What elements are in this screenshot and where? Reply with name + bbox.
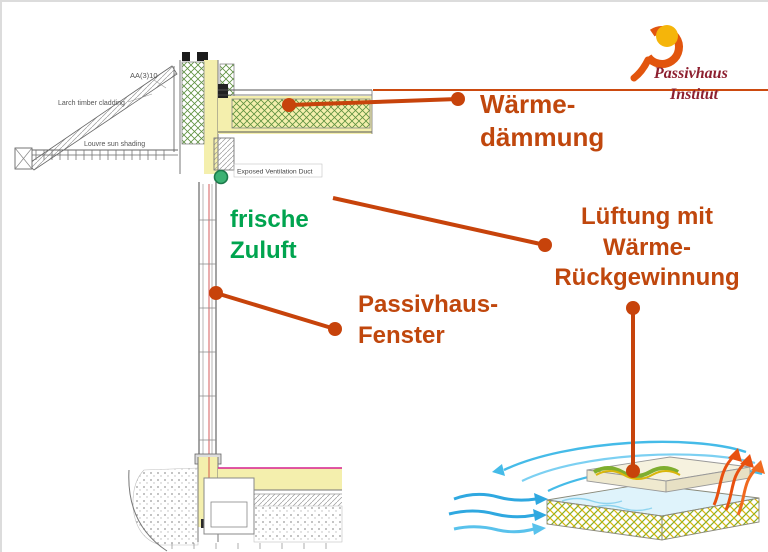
label-line: dämmung: [480, 122, 605, 153]
duct-box: [213, 137, 235, 171]
duct-label: Exposed Ventilation Duct: [237, 169, 313, 176]
window-frame: [194, 182, 222, 465]
label-line: Rückgewinnung: [554, 264, 740, 292]
larch-cladding-label: Larch timber cladding: [58, 100, 125, 107]
logo-text: Passivhaus Institut: [654, 64, 764, 106]
callout-dot: [538, 238, 552, 252]
detail-code-label: AA(3)10: [130, 71, 158, 80]
label-line: Wärme-: [480, 89, 576, 119]
label-waermedaemmung: Wärme- dämmung: [480, 88, 604, 155]
label-frische-zuluft: frische Zuluft: [230, 205, 309, 266]
callout-dot: [451, 92, 465, 106]
callout-dot: [209, 286, 223, 300]
callout-dot: [626, 301, 640, 315]
passivhaus-institut-logo: Passivhaus Institut: [614, 20, 764, 108]
header-rule: [373, 89, 768, 91]
roof-canopy: AA(3)10 Larch timber cladding Louvre sun…: [14, 65, 178, 171]
callout-dot: [328, 322, 342, 336]
foundation-detail: [128, 457, 343, 552]
cool-air-arrowhead: [492, 464, 505, 476]
parapet-insulation: [181, 61, 205, 145]
fresh-air-inlet-dot: [213, 169, 229, 185]
callout-dot: [626, 464, 640, 478]
label-line: frische: [230, 206, 309, 233]
label-line: Fenster: [358, 321, 445, 349]
gravel-right: [253, 505, 343, 543]
callout-connectors: [209, 92, 640, 478]
canopy-slope: [27, 65, 178, 171]
callout-line-window: [215, 291, 336, 331]
cool-air-arrows: [448, 492, 548, 535]
callout-dot: [282, 98, 296, 112]
louvre-shading-label: Louvre sun shading: [84, 141, 145, 148]
logo-sun-dot: [656, 25, 678, 47]
logo-line2: Institut: [670, 85, 719, 103]
callout-line-insulation: [288, 97, 459, 107]
ventilation-duct: Exposed Ventilation Duct: [213, 137, 323, 185]
label-line: Lüftung mit: [581, 203, 713, 230]
passivhaus-logo-icon: [630, 25, 683, 82]
gravel-left: [132, 467, 199, 546]
heat-exchanger-illustration: [448, 440, 765, 541]
warm-air-arrows: [712, 448, 765, 516]
label-line: Passivhaus-: [358, 291, 499, 318]
logo-line1: Passivhaus: [654, 65, 728, 82]
label-passivhaus-fenster: Passivhaus- Fenster: [358, 290, 498, 351]
label-line: Wärme-: [602, 233, 692, 261]
callout-line-ventilation-duct: [332, 196, 546, 247]
label-lueftung-waermerueckgewinnung: Lüftung mit Wärme- Rückgewinnung: [535, 202, 759, 294]
label-line: Zuluft: [230, 236, 297, 264]
roof-deck: [218, 84, 373, 134]
ground-ticks: [171, 543, 327, 549]
